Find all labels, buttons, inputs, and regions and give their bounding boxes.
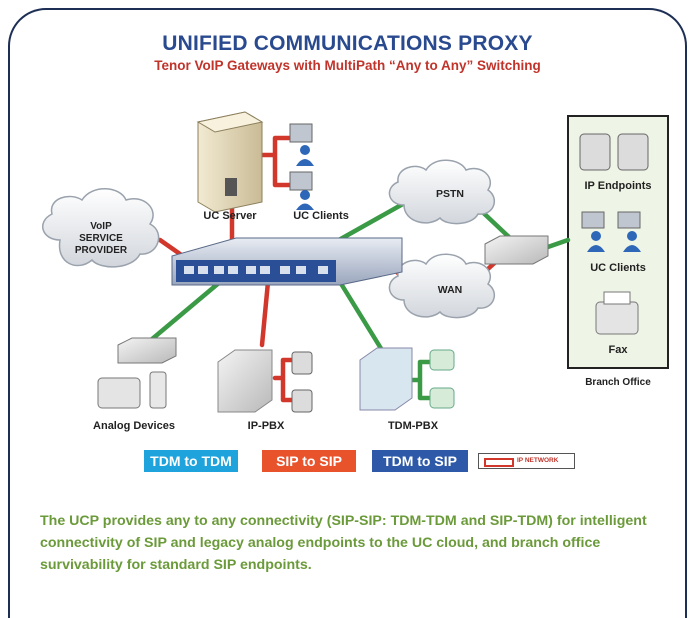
central-gateway-icon [171,237,403,286]
uc-clients-top-icon [289,123,314,210]
link-tdm-pbx-phones [407,359,433,401]
link-gateway-ip-pbx [259,279,271,348]
diagram-caption: The UCP provides any to any connectivity… [40,513,647,573]
label-uc-clients-branch: UC Clients [590,262,646,274]
analog-devices-icon [97,337,177,409]
label-voip-line2: SERVICE [79,233,123,244]
ip-pbx-icon [217,349,313,413]
ip-endpoints-icon [579,133,649,171]
diagram-title: UNIFIED COMMUNICATIONS PROXY [162,32,533,55]
label-tdm-pbx: TDM-PBX [387,420,439,432]
label-voip-line1: VoIP [90,221,112,232]
diagram-subtitle: Tenor VoIP Gateways with MultiPath “Any … [154,58,541,73]
uc-server-icon [196,111,264,213]
diagram-frame [8,8,687,618]
link-gateway-analog [142,279,223,348]
pstn-cloud [388,159,496,225]
label-fax: Fax [608,344,628,356]
tdm-pbx-icon [359,347,455,411]
fax-icon [595,291,639,335]
branch-gateway-icon [484,235,549,265]
legend-ip-network: IP NETWORK [478,453,575,469]
voip-provider-cloud [42,188,160,268]
label-analog-devices: Analog Devices [93,420,175,432]
uc-clients-branch-icon [581,211,641,252]
label-uc-server: UC Server [203,210,257,222]
label-wan: WAN [437,284,463,296]
legend-tdm-to-sip: TDM to SIP [372,450,468,472]
label-ip-pbx: IP-PBX [247,420,285,432]
legend-sip-to-sip: SIP to SIP [262,450,356,472]
link-ucserver-clients [259,135,293,188]
label-branch-office: Branch Office [585,377,651,388]
label-uc-clients-top: UC Clients [293,210,349,222]
label-ip-endpoints: IP Endpoints [584,180,652,192]
label-voip-line3: PROVIDER [74,245,128,256]
link-gateway-tdm-pbx [337,279,388,358]
link-gateway-voip [157,237,183,257]
label-pstn: PSTN [435,188,464,200]
link-branch-gw-panel [542,237,571,251]
legend-tdm-to-tdm: TDM to TDM [144,450,238,472]
link-ip-pbx-phones [272,357,295,403]
legend-ip-network-label: IP NETWORK [517,457,559,464]
ip-network-swatch [484,458,514,467]
